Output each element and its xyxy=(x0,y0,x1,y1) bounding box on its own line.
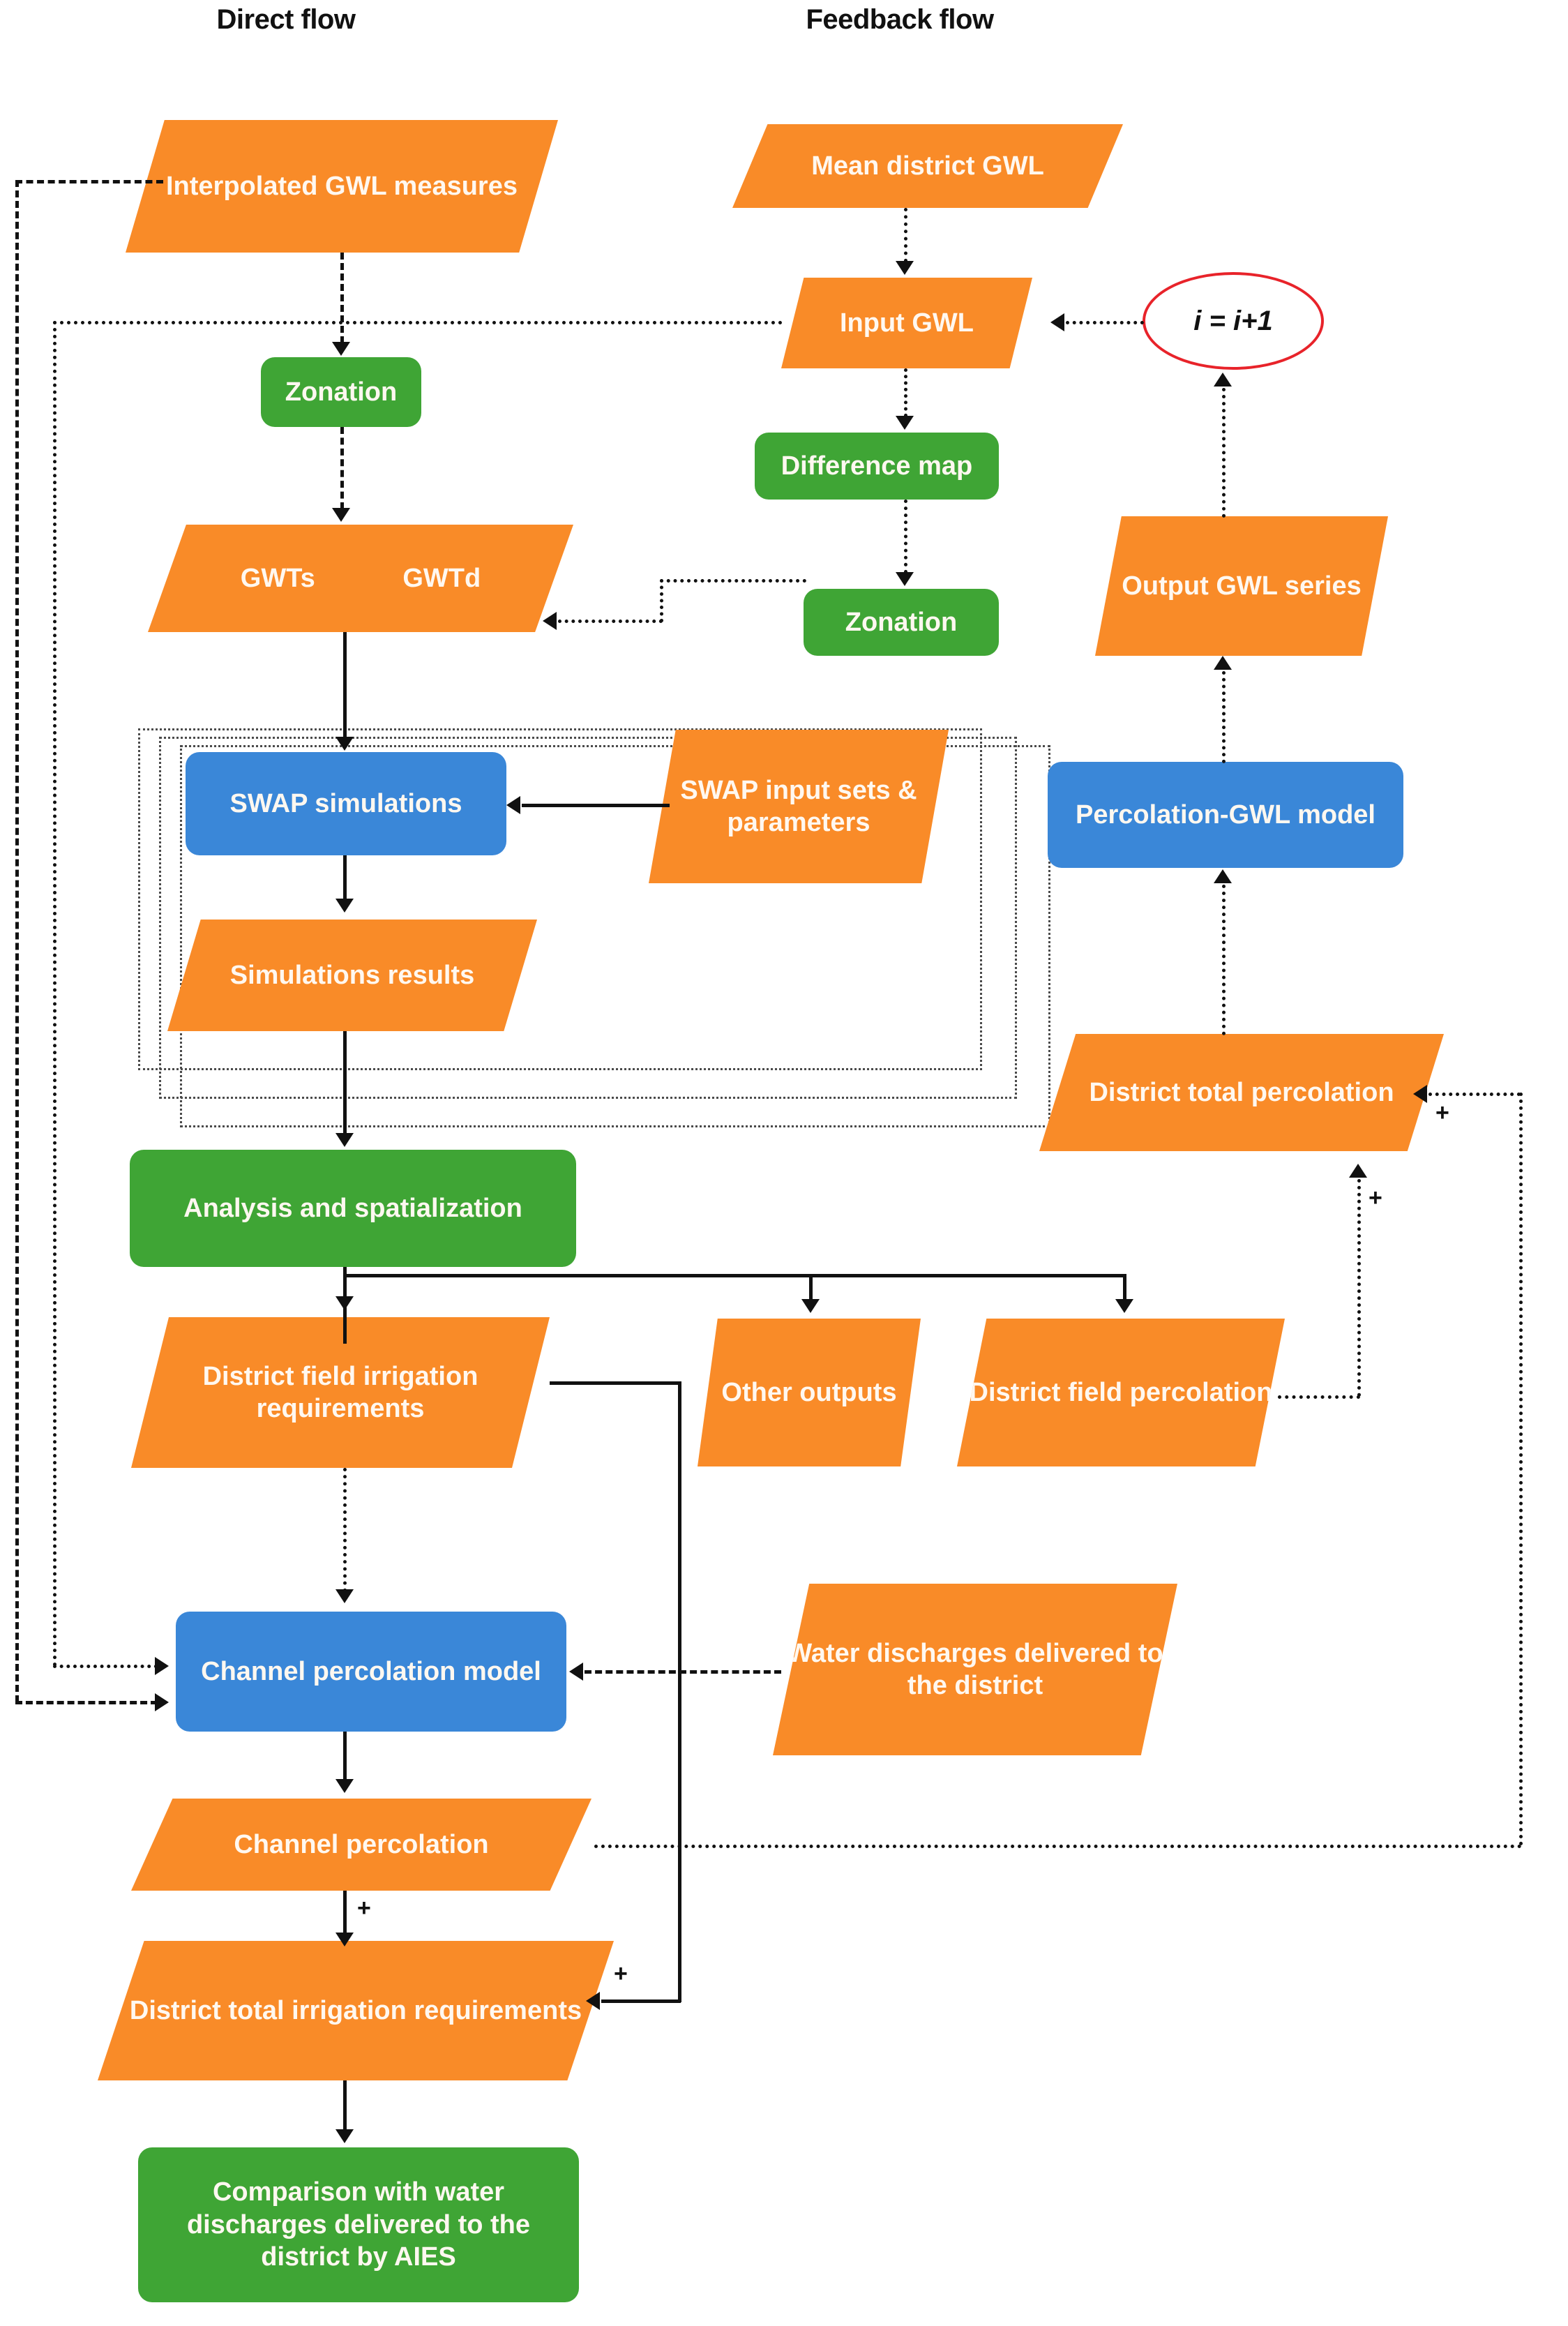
swap-loop-box-inner xyxy=(138,728,982,1070)
operator-plus-field-percolation: + xyxy=(1369,1185,1382,1211)
operator-plus-channel-percolation: + xyxy=(1435,1100,1449,1126)
connector-zonation-right-to-gwtd-top xyxy=(660,579,806,583)
column-header-feedback-flow: Feedback flow xyxy=(806,4,994,35)
connector-zonation-right-to-gwtd xyxy=(558,620,663,623)
connector-results-to-analysis xyxy=(343,1031,347,1136)
connector-meangwl-to-inputgwl xyxy=(904,208,907,262)
connector-output-to-iterator xyxy=(1222,388,1226,518)
arrowhead-other-outputs-top xyxy=(801,1299,820,1313)
node-iteration-counter[interactable]: i = i+1 xyxy=(1143,272,1324,370)
connector-channel-perc-into-dtp xyxy=(1428,1093,1521,1096)
node-gwts-label: GWTs xyxy=(240,563,315,593)
arrowhead-district-total-percolation-right xyxy=(1413,1085,1427,1103)
arrowhead-district-total-percolation-bottom xyxy=(1349,1164,1367,1178)
connector-analysis-busbar xyxy=(343,1274,1126,1277)
arrowhead-inputgwl-right xyxy=(1050,313,1064,331)
arrowhead-gwt-top xyxy=(332,508,350,522)
arrowhead-zonation-left-top xyxy=(332,342,350,356)
node-interpolated-gwl-measures[interactable]: Interpolated GWL measures xyxy=(126,120,558,253)
connector-inputgwl-to-difference-map xyxy=(904,368,907,417)
arrowhead-dtir-right xyxy=(586,1992,600,2010)
arrowhead-dtir-top xyxy=(336,1933,354,1946)
node-gwtd-label: GWTd xyxy=(402,563,481,593)
connector-channel-model-to-channel-perc xyxy=(343,1732,347,1782)
node-district-total-irrigation-requirements[interactable]: District total irrigation requirements xyxy=(98,1941,614,2080)
arrowhead-channelmodel-left-dotted xyxy=(155,1657,169,1675)
arrowhead-swap-top xyxy=(336,737,354,751)
connector-inputgwl-left-down xyxy=(53,321,56,1667)
arrowhead-channelmodel-left-dashed xyxy=(155,1693,169,1711)
connector-channel-perc-right-run xyxy=(594,1845,1522,1848)
operator-plus-field-to-total: + xyxy=(614,1960,628,1987)
connector-dtp-to-percolation-model xyxy=(1222,885,1226,1035)
connector-difference-map-to-zonation-right xyxy=(904,500,907,573)
connector-dfp-to-dtp-h xyxy=(1278,1395,1360,1399)
connector-busbar-to-district-field-percolation xyxy=(1123,1274,1126,1303)
connector-dfir-right-out xyxy=(550,1381,681,1385)
arrowhead-results-top xyxy=(336,899,354,913)
arrowhead-iterator-bottom xyxy=(1214,373,1232,387)
connector-channel-perc-right-up xyxy=(1519,1093,1523,1846)
node-comparison-with-water-discharges[interactable]: Comparison with water discharges deliver… xyxy=(138,2147,579,2302)
arrowhead-swap-right xyxy=(506,796,520,814)
connector-zonation-to-gwt xyxy=(340,427,344,509)
arrowhead-zonation-right-top xyxy=(896,572,914,586)
node-swap-input-sets[interactable]: SWAP input sets & parameters xyxy=(649,730,949,883)
arrowhead-channel-model-top xyxy=(336,1589,354,1603)
node-analysis-and-spatialization[interactable]: Analysis and spatialization xyxy=(130,1150,576,1267)
connector-inputgwl-left-run xyxy=(53,321,783,324)
arrowhead-gwtd-right xyxy=(543,612,557,630)
connector-gwt-to-swap xyxy=(343,632,347,738)
node-district-total-percolation[interactable]: District total percolation xyxy=(1039,1034,1444,1151)
connector-swap-to-results xyxy=(343,855,347,901)
node-mean-district-gwl[interactable]: Mean district GWL xyxy=(732,124,1123,208)
connector-dtir-to-comparison xyxy=(343,2080,347,2132)
connector-dfir-to-channel-model xyxy=(343,1468,347,1592)
node-channel-percolation-model[interactable]: Channel percolation model xyxy=(176,1612,566,1732)
swap-loop-box-outer xyxy=(180,745,1050,1127)
connector-dfp-to-dtp-v xyxy=(1357,1179,1361,1397)
node-zonation-left[interactable]: Zonation xyxy=(261,357,421,427)
arrowhead-district-field-irrigation-top xyxy=(336,1296,354,1310)
node-input-gwl[interactable]: Input GWL xyxy=(781,278,1032,368)
connector-dfir-into-dtir xyxy=(601,1999,681,2003)
arrowhead-difference-map-top xyxy=(896,416,914,430)
node-output-gwl-series[interactable]: Output GWL series xyxy=(1095,516,1388,656)
connector-busbar-to-other-outputs xyxy=(809,1274,813,1303)
swap-loop-box-middle xyxy=(159,737,1017,1099)
connector-waterdischarges-to-channel-model xyxy=(585,1670,781,1674)
node-other-outputs[interactable]: Other outputs xyxy=(698,1319,921,1466)
node-swap-simulations[interactable]: SWAP simulations xyxy=(186,752,506,855)
arrowhead-analysis-top xyxy=(336,1133,354,1147)
connector-zonation-right-up xyxy=(660,579,663,622)
connector-interpolated-left-down xyxy=(15,180,19,1702)
node-simulations-results[interactable]: Simulations results xyxy=(167,920,537,1031)
arrowhead-output-gwl-series-bottom xyxy=(1214,656,1232,670)
connector-inputgwl-to-channelmodel xyxy=(53,1665,158,1668)
connector-percolation-model-to-output xyxy=(1222,671,1226,763)
arrowhead-channel-percolation-top xyxy=(336,1779,354,1793)
arrowhead-channel-model-right xyxy=(569,1663,583,1681)
node-water-discharges-delivered[interactable]: Water discharges delivered to the distri… xyxy=(773,1584,1177,1755)
node-district-field-irrigation-requirements[interactable]: District field irrigation requirements xyxy=(131,1317,550,1468)
arrowhead-comparison-top xyxy=(336,2129,354,2143)
node-district-field-percolation[interactable]: District field percolation xyxy=(957,1319,1285,1466)
connector-dfir-right-down xyxy=(678,1381,681,2002)
arrowhead-district-field-percolation-top xyxy=(1115,1299,1133,1313)
node-percolation-gwl-model[interactable]: Percolation-GWL model xyxy=(1048,762,1403,868)
operator-plus-channel-to-total: + xyxy=(357,1895,371,1921)
connector-channel-perc-to-dtir xyxy=(343,1891,347,1935)
connector-interpolated-to-channelmodel xyxy=(15,1701,158,1704)
connector-interpolated-left-run xyxy=(15,180,163,183)
arrowhead-percolation-model-bottom xyxy=(1214,869,1232,883)
node-difference-map[interactable]: Difference map xyxy=(755,433,999,500)
column-header-direct-flow: Direct flow xyxy=(216,4,356,35)
connector-swapinputs-to-swap xyxy=(522,804,670,807)
node-gwts-gwtd[interactable]: GWTs GWTd xyxy=(148,525,573,632)
connector-interpolated-to-zonation xyxy=(340,253,344,343)
arrowhead-inputgwl-top xyxy=(896,261,914,275)
connector-iterator-to-inputgwl xyxy=(1066,321,1144,324)
node-zonation-right[interactable]: Zonation xyxy=(804,589,999,656)
node-channel-percolation[interactable]: Channel percolation xyxy=(131,1799,591,1891)
